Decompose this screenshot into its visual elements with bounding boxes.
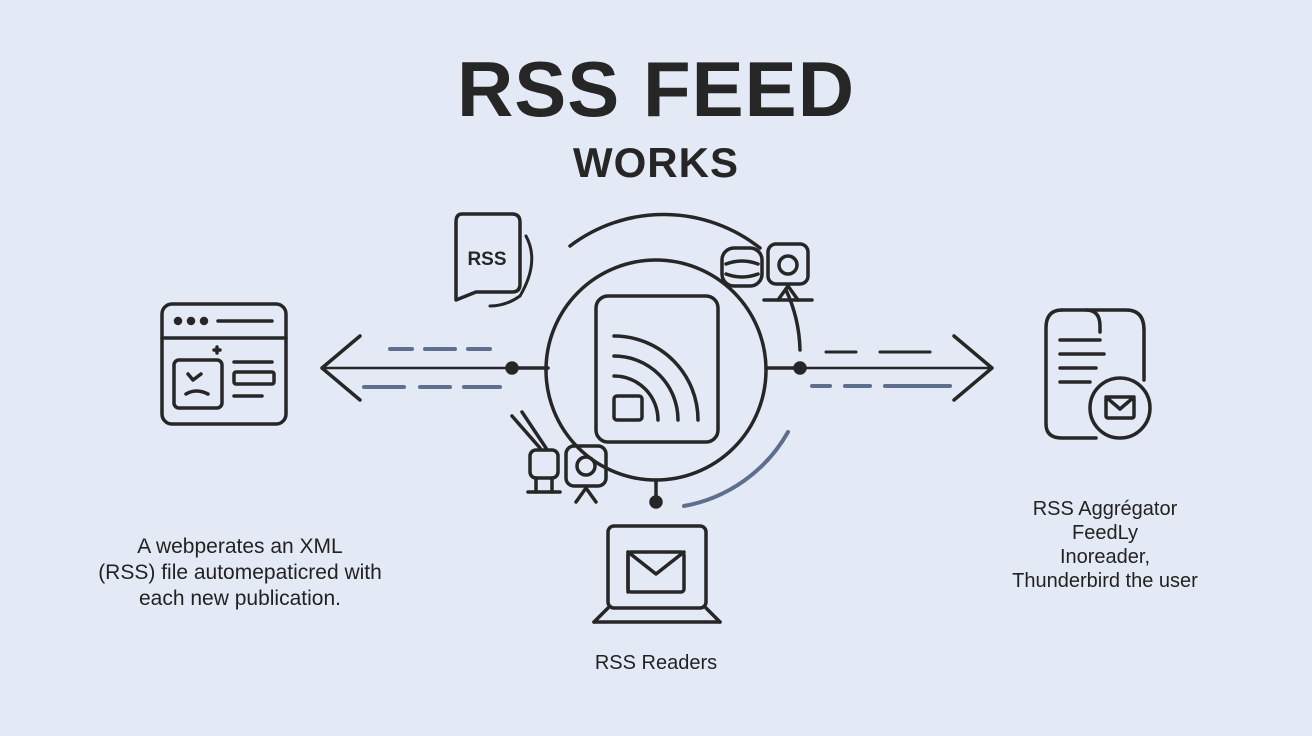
right-flow-arrow — [764, 334, 994, 402]
chair-user-icon — [510, 410, 562, 494]
left-caption-line: A webperates an XML — [137, 535, 343, 558]
barrel-icon — [720, 246, 764, 288]
left-caption-line: each new publication. — [139, 587, 341, 610]
rss-speech-bubble-icon — [454, 212, 534, 308]
right-caption-line: Thunderbird the user — [1012, 570, 1198, 592]
left-caption-line: (RSS) file automepaticred with — [98, 561, 382, 584]
user-icon — [762, 242, 814, 302]
user-icon — [564, 444, 608, 504]
left-caption: A webperates an XML (RSS) file automepat… — [95, 534, 385, 612]
right-caption: RSS Aggrégator FeedLy Inoreader, Thunder… — [990, 497, 1220, 593]
rss-bubble-label: RSS — [467, 249, 506, 270]
right-caption-line: RSS Aggrégator — [1032, 498, 1178, 520]
diagram-subtitle: WORKS — [573, 139, 739, 186]
right-caption-line: FeedLy — [1072, 522, 1138, 544]
laptop-mail-icon — [592, 524, 722, 624]
bottom-caption: RSS Readers — [594, 652, 718, 674]
left-flow-arrow — [320, 334, 550, 402]
central-hub — [544, 212, 802, 509]
browser-window-icon — [160, 302, 288, 426]
rss-feed-icon — [594, 294, 720, 444]
diagram-title: RSS FEED — [456, 45, 856, 133]
right-caption-line: Inoreader, — [1059, 546, 1151, 568]
document-mail-icon — [1044, 308, 1152, 440]
